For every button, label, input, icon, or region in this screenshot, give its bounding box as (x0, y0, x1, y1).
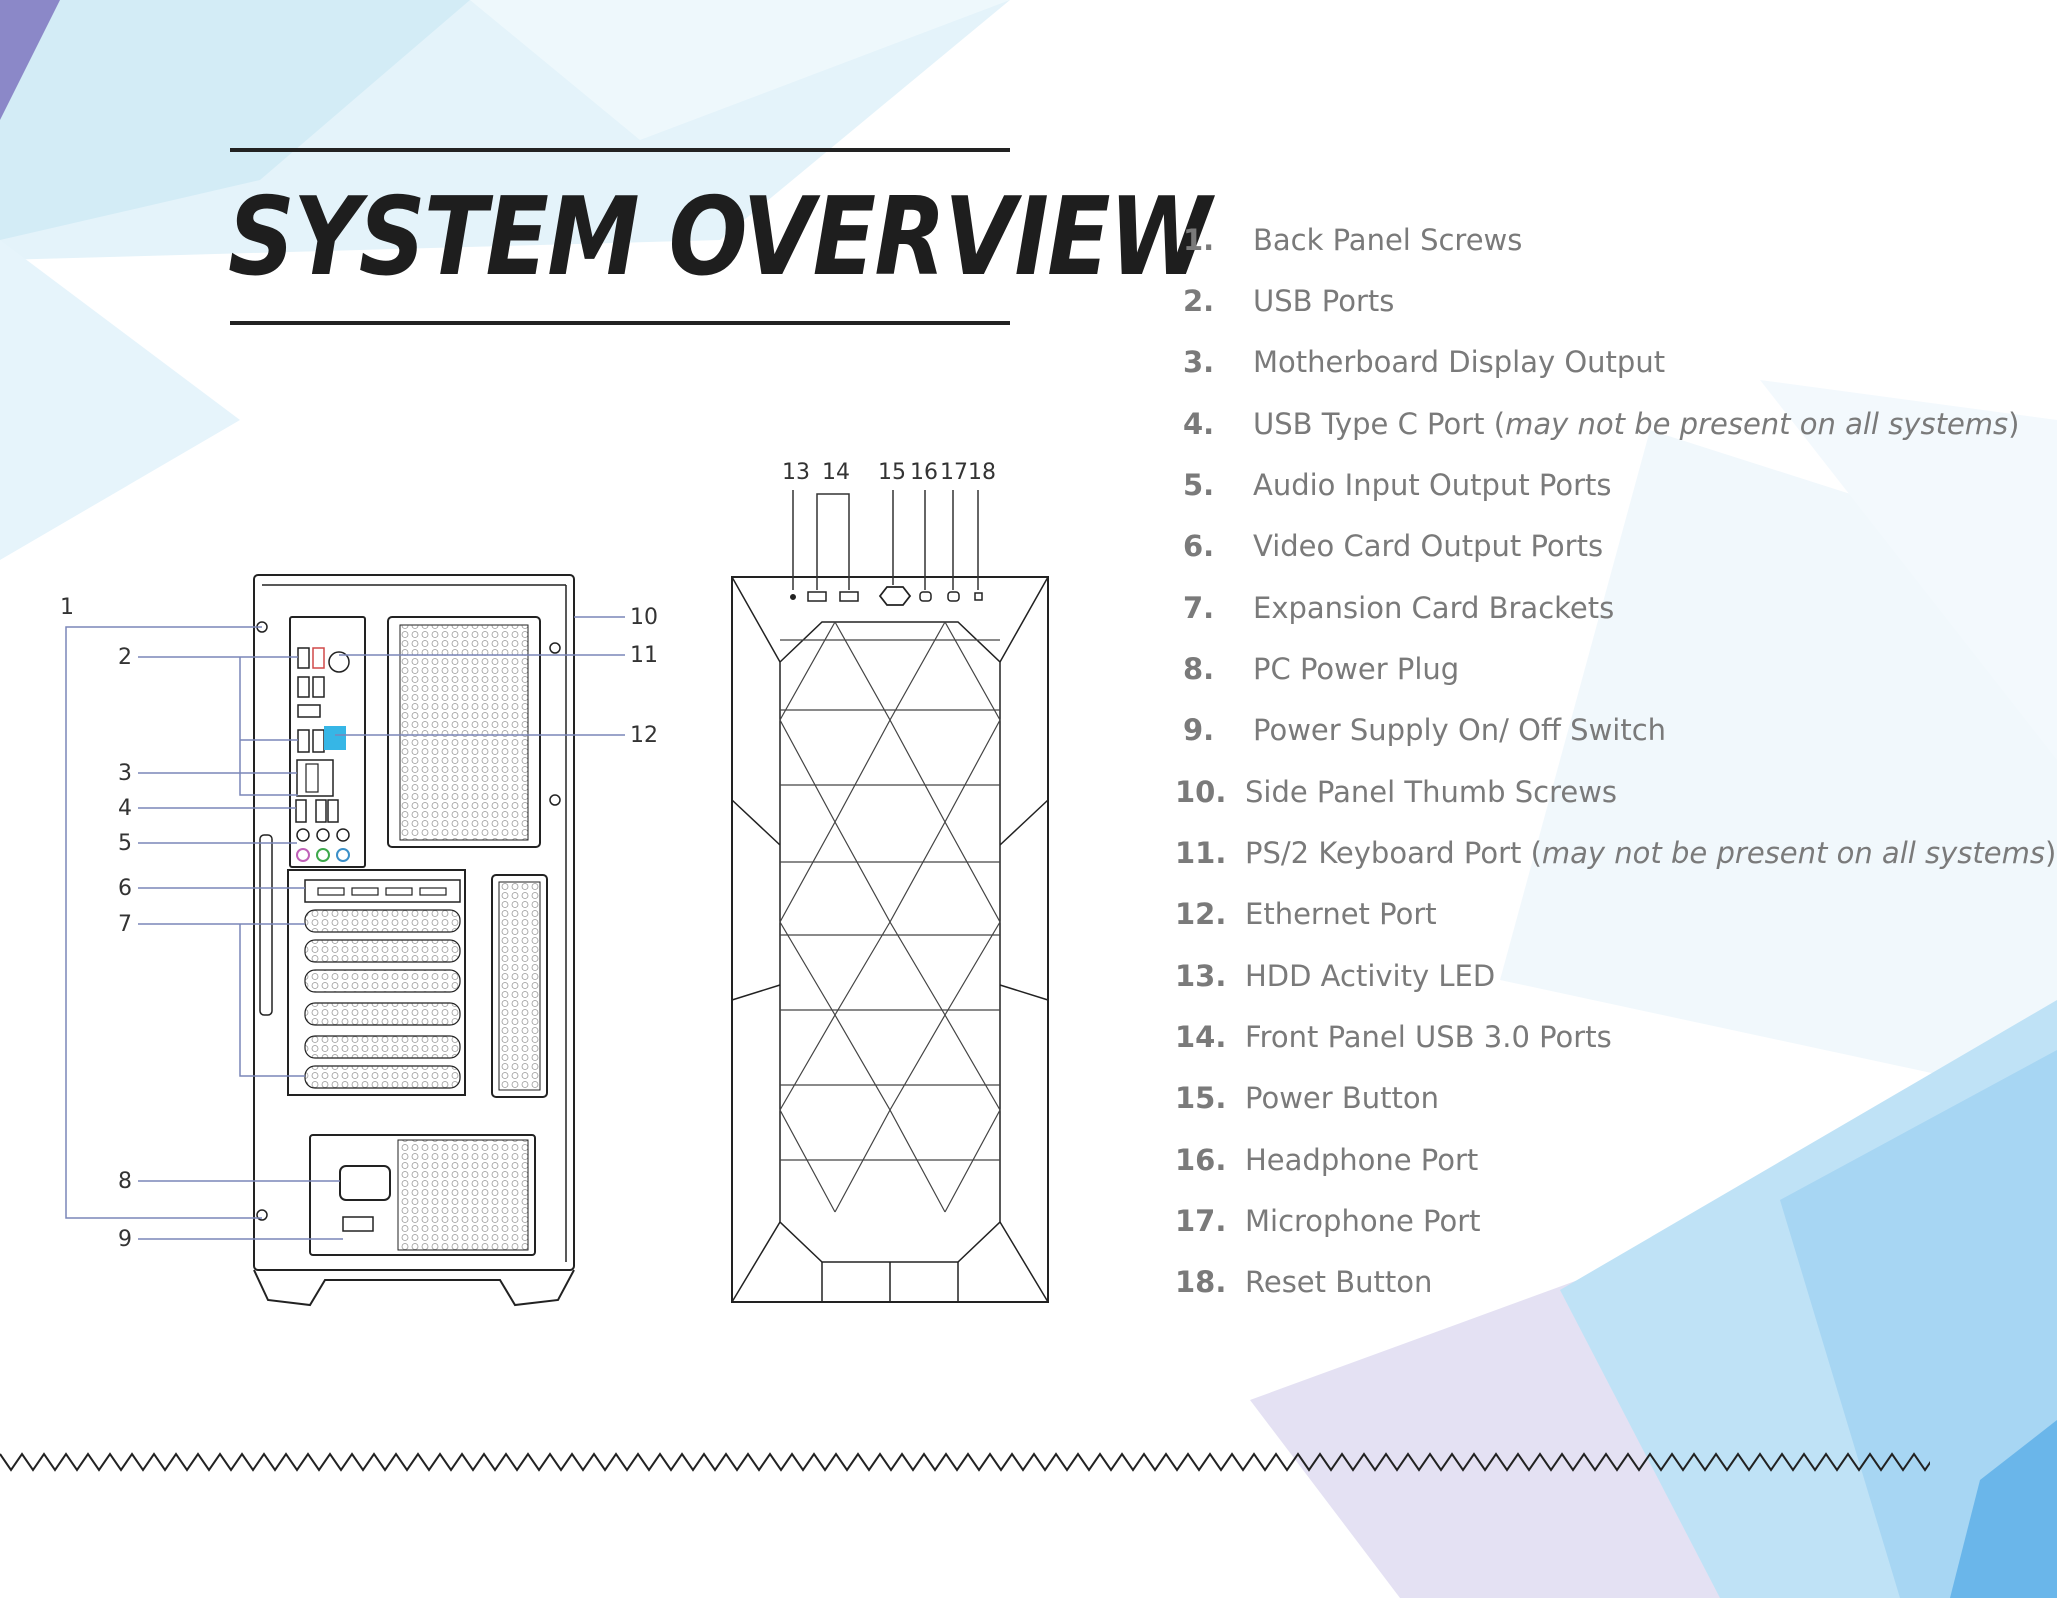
legend-item: 11.PS/2 Keyboard Port (may not be presen… (1175, 836, 2057, 870)
callout-12: 12 (630, 723, 658, 748)
legend-item: 12.Ethernet Port (1175, 897, 1437, 931)
callout-13: 13 (782, 460, 810, 485)
back-leader-lines (65, 616, 625, 1240)
callout-2: 2 (118, 645, 132, 670)
page-title: SYSTEM OVERVIEW (228, 175, 1211, 300)
callout-1: 1 (60, 595, 74, 620)
legend-item: 9.Power Supply On/ Off Switch (1183, 713, 1667, 747)
callout-16: 16 (910, 460, 938, 485)
back-view-diagram (253, 574, 575, 1307)
zigzag-divider (0, 1452, 1930, 1472)
legend-item: 15.Power Button (1175, 1081, 1440, 1115)
callout-5: 5 (118, 831, 132, 856)
callout-8: 8 (118, 1169, 132, 1194)
legend-item: 14.Front Panel USB 3.0 Ports (1175, 1020, 1612, 1054)
callout-17: 17 (940, 460, 968, 485)
legend-item: 1.Back Panel Screws (1183, 223, 1523, 257)
zigzag-line (0, 1452, 1930, 1472)
callout-9: 9 (118, 1227, 132, 1252)
callout-14: 14 (822, 460, 850, 485)
callout-6: 6 (118, 876, 132, 901)
legend-item: 5.Audio Input Output Ports (1183, 468, 1612, 502)
callout-18: 18 (968, 460, 996, 485)
legend-item: 3.Motherboard Display Output (1183, 345, 1666, 379)
title-rule-top (230, 148, 1010, 152)
front-callouts: 13 14 15 16 17 18 (782, 460, 996, 485)
legend-item: 4.USB Type C Port (may not be present on… (1183, 407, 2020, 441)
legend-item: 18.Reset Button (1175, 1265, 1433, 1299)
legend-item: 8.PC Power Plug (1183, 652, 1460, 686)
callout-11: 11 (630, 643, 658, 668)
callout-3: 3 (118, 761, 132, 786)
callout-4: 4 (118, 796, 132, 821)
legend-item: 6.Video Card Output Ports (1183, 529, 1604, 563)
back-callouts: 1 2 3 4 5 6 7 8 9 10 11 12 (60, 595, 658, 1252)
legend-item: 7.Expansion Card Brackets (1183, 591, 1615, 625)
front-leader-lines (792, 490, 979, 590)
callout-10: 10 (630, 605, 658, 630)
callout-7: 7 (118, 912, 132, 937)
title-rule-bottom (230, 321, 1010, 325)
legend-item: 10.Side Panel Thumb Screws (1175, 775, 1618, 809)
front-view-diagram (731, 576, 1049, 1303)
legend-item: 17.Microphone Port (1175, 1204, 1481, 1238)
legend-item: 16.Headphone Port (1175, 1143, 1479, 1177)
legend-item: 13.HDD Activity LED (1175, 959, 1496, 993)
callout-15: 15 (878, 460, 906, 485)
legend-item: 2.USB Ports (1183, 284, 1395, 318)
